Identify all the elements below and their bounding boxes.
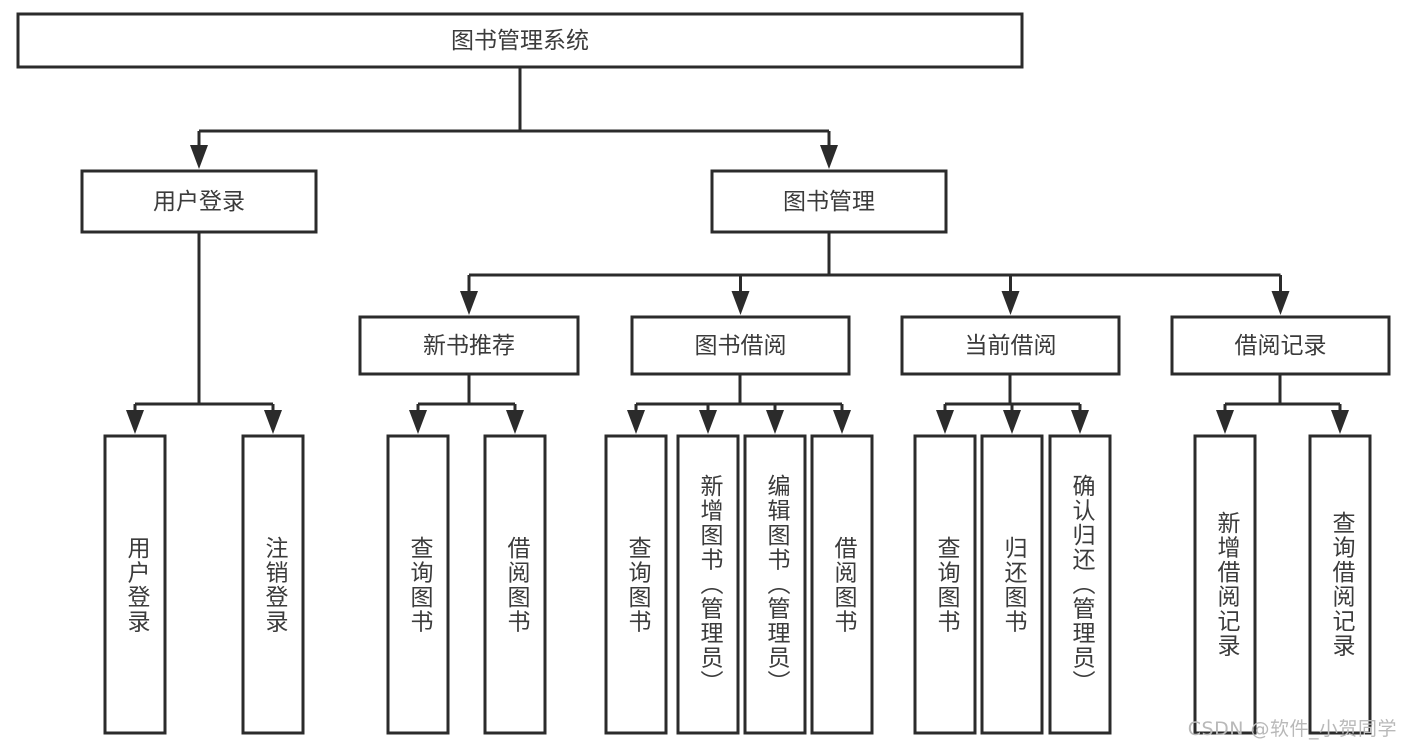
arrow-head-icon-4-2 [766, 410, 784, 434]
leaf-box-0[interactable] [103, 434, 167, 735]
arrow-head-icon-1-3 [1271, 291, 1290, 315]
level3-label-1: 图书借阅 [695, 333, 787, 359]
level2-label-1: 图书管理 [783, 189, 875, 215]
arrow-head-icon-3-0 [409, 410, 427, 434]
arrow-head-icon-4-1 [699, 410, 717, 434]
level2-box-1[interactable] [710, 169, 948, 234]
leaf-box-1[interactable] [241, 434, 305, 735]
leaf-box-7[interactable] [810, 434, 874, 735]
arrow-head-icon-1-2 [1001, 291, 1020, 315]
arrow-head-icon-4-3 [833, 410, 851, 434]
leaf-box-9[interactable] [980, 434, 1044, 735]
level2-label-0: 用户登录 [153, 189, 245, 215]
level3-box-3[interactable] [1170, 315, 1391, 376]
connectors-layer [126, 67, 1349, 434]
leaf-box-8[interactable] [913, 434, 977, 735]
arrow-head-icon-0-0 [190, 145, 208, 169]
leaf-box-5[interactable] [676, 434, 740, 735]
level2-box-0[interactable] [80, 169, 318, 234]
leaf-box-2[interactable] [386, 434, 450, 735]
arrow-head-icon-1-0 [460, 291, 478, 315]
level3-box-1[interactable] [630, 315, 851, 376]
arrow-head-icon-3-1 [506, 410, 524, 434]
arrow-head-icon-5-1 [1003, 410, 1021, 434]
arrow-head-icon-5-0 [936, 410, 954, 434]
watermark-text: CSDN @软件_小贺同学 [1187, 718, 1397, 740]
leaf-box-11[interactable] [1193, 434, 1257, 735]
arrow-head-icon-2-0 [126, 410, 144, 434]
level3-label-0: 新书推荐 [423, 333, 515, 359]
level3-box-2[interactable] [900, 315, 1121, 376]
leaf-box-10[interactable] [1048, 434, 1112, 735]
level3-box-0[interactable] [358, 315, 580, 376]
root-box-0[interactable] [16, 12, 1024, 69]
root-label-0: 图书管理系统 [451, 28, 589, 54]
boxes-layer [16, 12, 1391, 735]
leaf-box-3[interactable] [483, 434, 547, 735]
leaf-box-4[interactable] [604, 434, 668, 735]
level3-label-3: 借阅记录 [1235, 333, 1327, 359]
arrow-head-icon-6-0 [1216, 410, 1234, 434]
arrow-head-icon-6-1 [1331, 410, 1349, 434]
level3-label-2: 当前借阅 [965, 333, 1057, 359]
arrow-head-icon-4-0 [627, 410, 645, 434]
arrow-head-icon-2-1 [264, 410, 282, 434]
arrow-head-icon-5-2 [1071, 410, 1089, 434]
leaf-box-6[interactable] [743, 434, 807, 735]
arrow-head-icon-0-1 [820, 145, 838, 169]
arrow-head-icon-1-1 [731, 291, 750, 315]
leaf-box-12[interactable] [1308, 434, 1372, 735]
